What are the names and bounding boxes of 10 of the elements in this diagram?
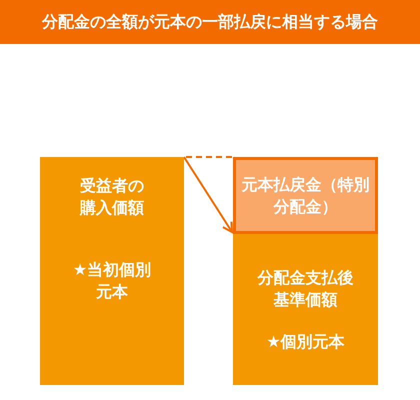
bar-label: 元本払戻金（特別分配金） bbox=[240, 174, 370, 218]
value-bar bbox=[233, 234, 378, 385]
title-banner: 分配金の全額が元本の一部払戻に相当する場合 bbox=[0, 0, 420, 44]
highlight-box bbox=[233, 157, 378, 234]
bar-label: ★当初個別元本 bbox=[72, 259, 152, 303]
bar-label: 分配金支払後基準価額 bbox=[256, 266, 354, 310]
value-bar bbox=[40, 157, 184, 385]
arrow bbox=[183, 156, 233, 233]
bar-label: 受益者の購入価額 bbox=[78, 175, 145, 219]
bar-label: ★個別元本 bbox=[265, 330, 346, 352]
